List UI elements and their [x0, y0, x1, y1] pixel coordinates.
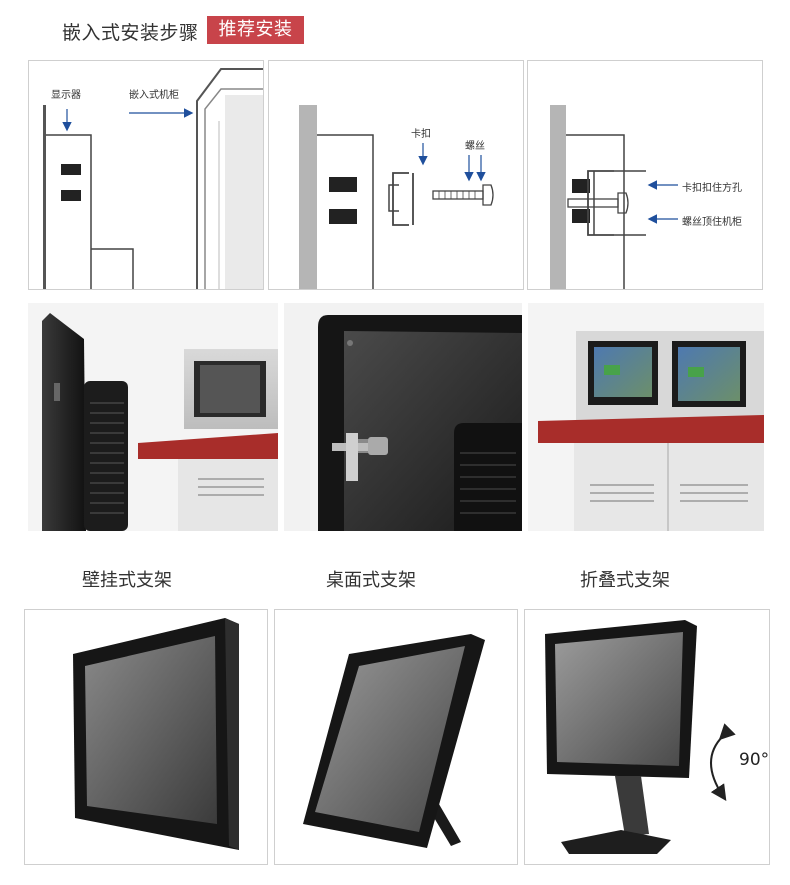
- folding-stand-monitor: [545, 620, 736, 854]
- wall-mount-caption: 壁挂式支架: [82, 570, 172, 591]
- side-view-photo: [28, 303, 278, 531]
- desktop-stand-monitor: [303, 634, 485, 848]
- display-edge: [43, 105, 46, 289]
- diagram-step-1: 显示器 嵌入式机柜: [28, 60, 264, 290]
- photo-clip-closeup: [284, 303, 522, 531]
- clip-label: 卡扣: [411, 129, 431, 140]
- section-title: 嵌入式安装步骤: [62, 22, 199, 44]
- clip-closeup-photo: [284, 303, 522, 531]
- step-1-illustration: [43, 68, 263, 289]
- desktop-stand-photo: [274, 609, 518, 865]
- wall-mount-photo: [24, 609, 268, 865]
- diagram-step-3: 卡扣扣住方孔 螺丝顶住机柜: [527, 60, 763, 290]
- step-3-illustration: [550, 105, 678, 289]
- wall-mount-monitor: [73, 618, 239, 850]
- clip-hole-label: 卡扣扣住方孔: [682, 183, 742, 194]
- cabinet-label: 嵌入式机柜: [129, 90, 179, 101]
- photo-side-view: [28, 303, 278, 531]
- desktop-stand-caption: 桌面式支架: [326, 570, 416, 591]
- folding-stand-caption: 折叠式支架: [580, 570, 670, 591]
- display-label: 显示器: [51, 90, 81, 101]
- screw-label: 螺丝: [465, 141, 485, 152]
- step-2-illustration: [299, 105, 494, 289]
- diagram-step-2: 卡扣 螺丝: [268, 60, 524, 290]
- screw-cabinet-label: 螺丝顶住机柜: [682, 217, 742, 228]
- photo-installed-consoles: [528, 303, 764, 531]
- installed-consoles-photo: [528, 303, 764, 531]
- recommended-tag: 推荐安装: [207, 16, 304, 44]
- folding-stand-photo: 90°: [524, 609, 770, 865]
- fold-angle-label: 90°: [739, 750, 770, 770]
